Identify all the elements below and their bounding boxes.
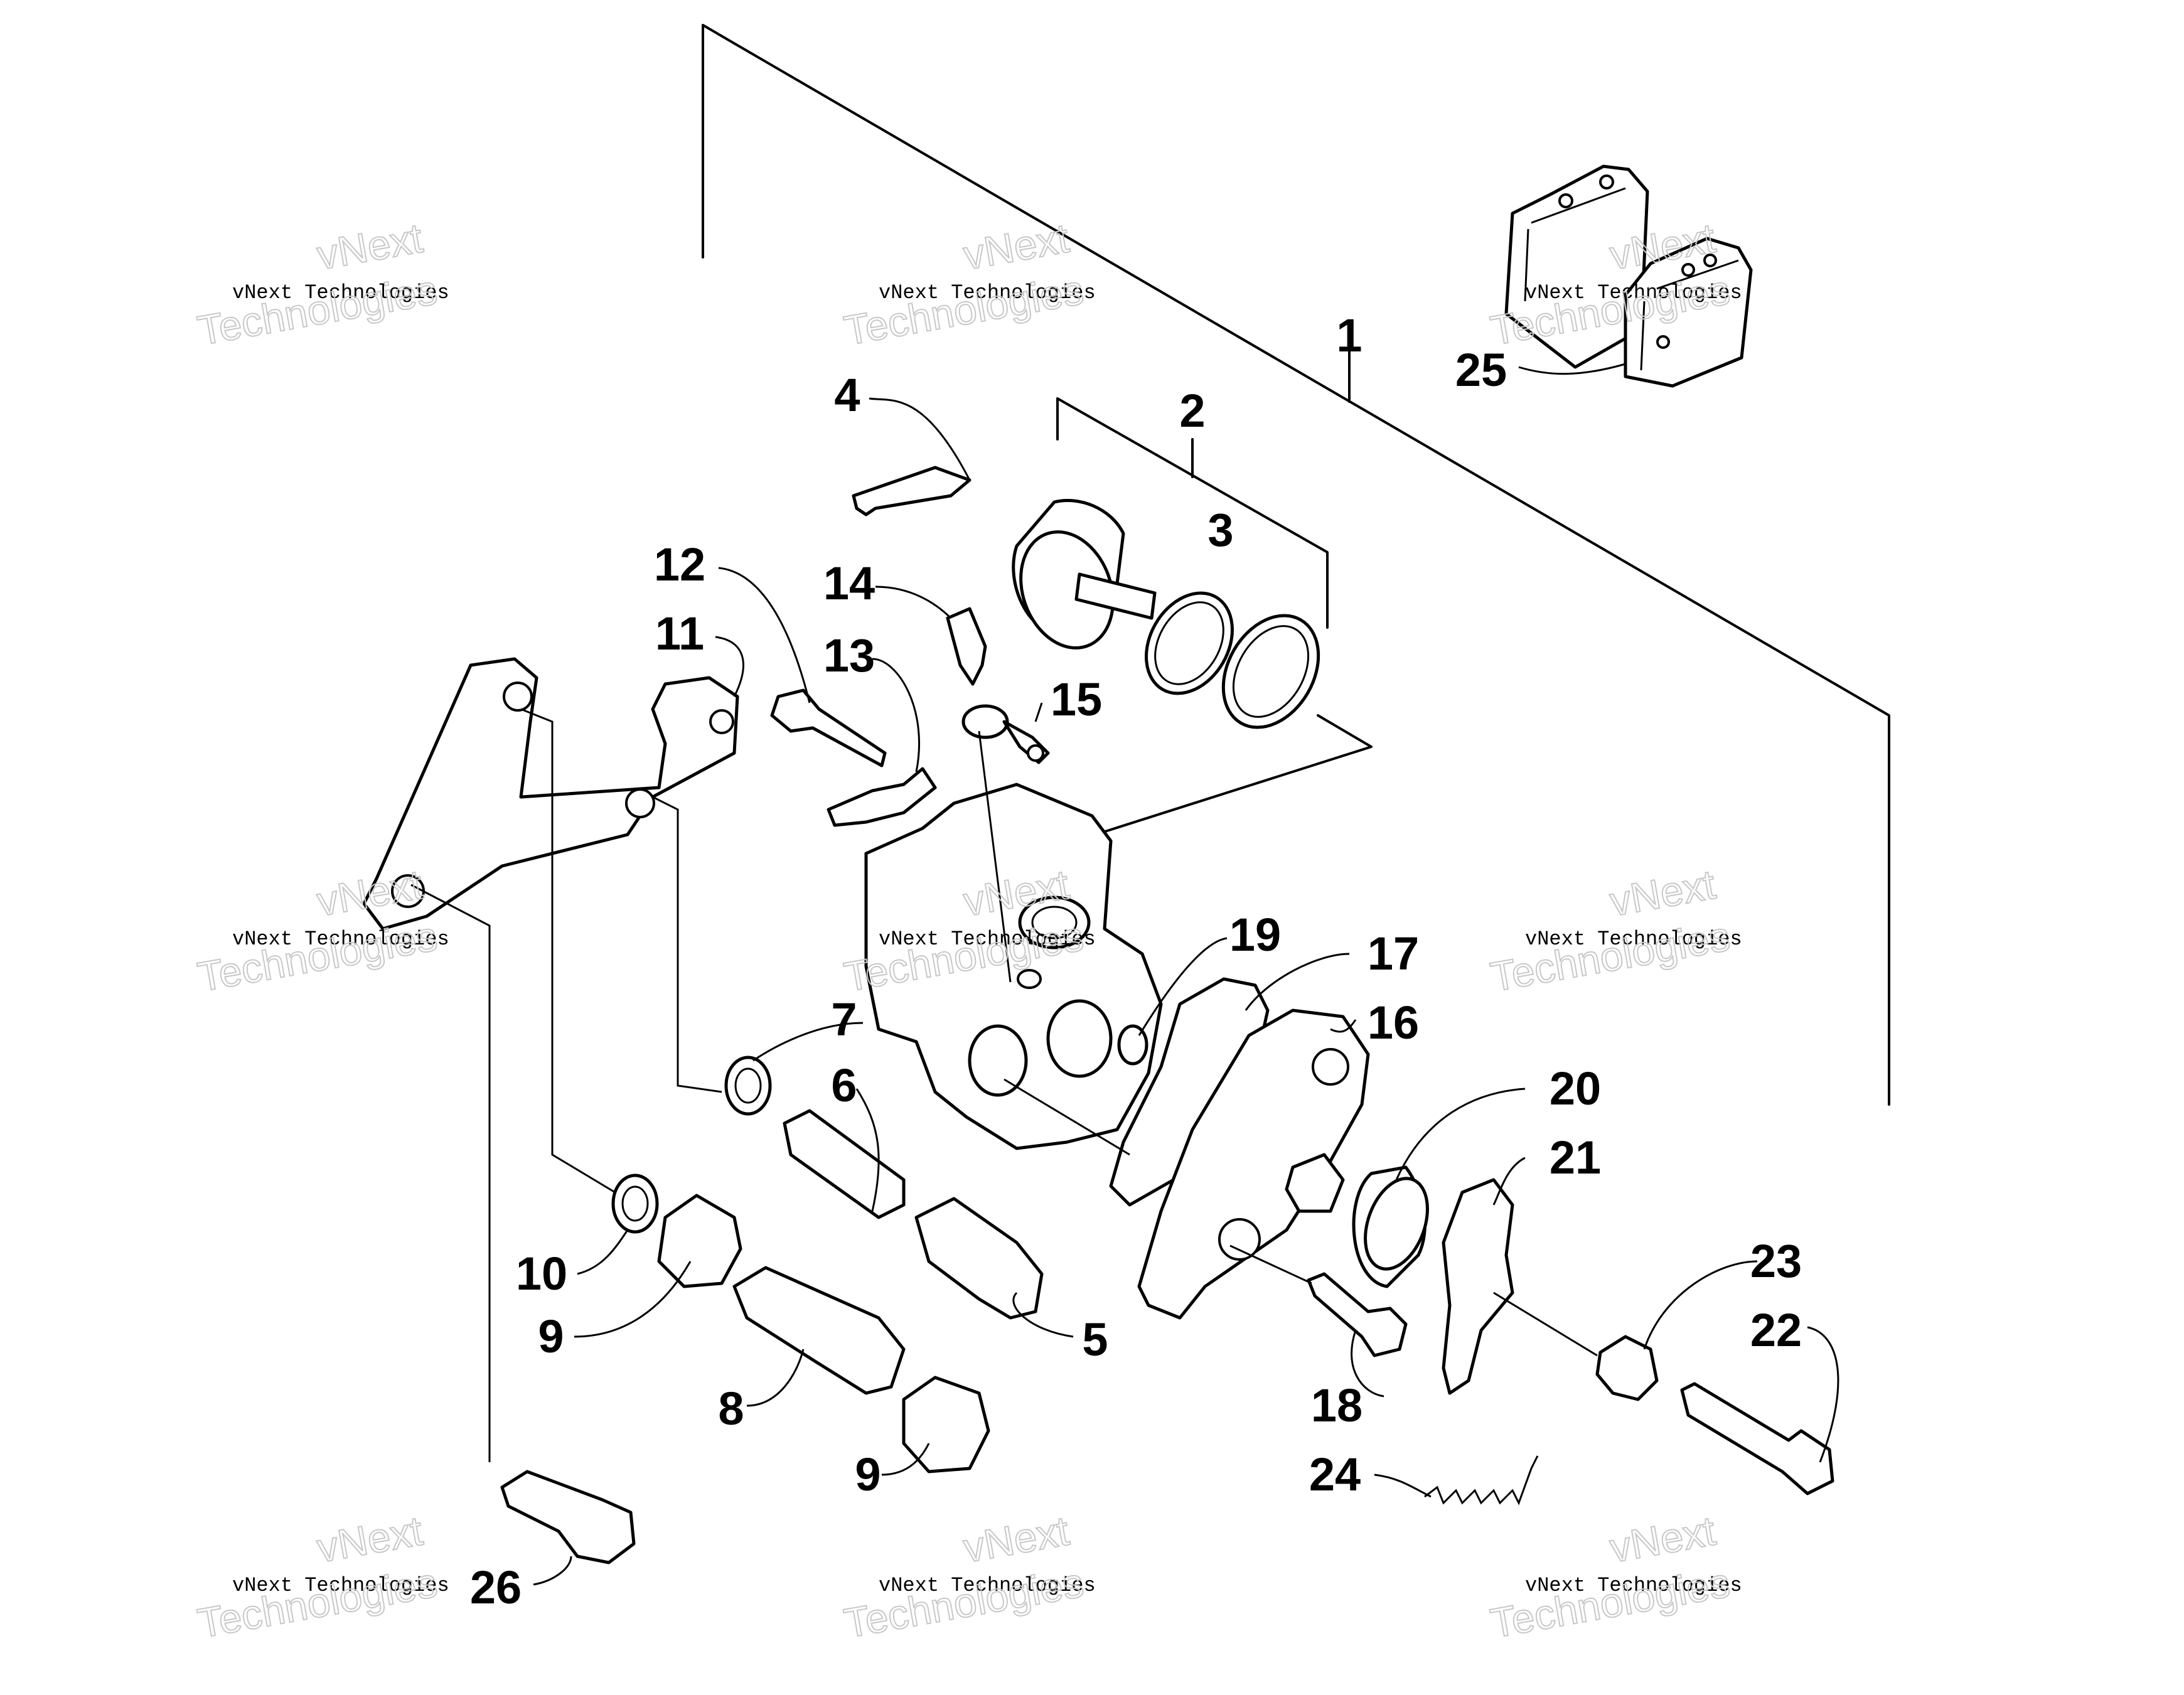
- leader-lines: [410, 363, 1839, 1586]
- bleeder-cap: [961, 704, 1050, 764]
- callout-20: 20: [1550, 1062, 1601, 1115]
- watermark: vNext vNext Technologies Technologies: [840, 214, 1096, 355]
- svg-text:vNext: vNext: [314, 1507, 426, 1571]
- svg-text:Technologies: Technologies: [1487, 912, 1733, 1000]
- callout-labels: 1 2 3 4 5 6 7 8 9 9 10 11 12 13 14 15 16…: [470, 309, 1802, 1613]
- callout-12: 12: [654, 538, 705, 591]
- svg-text:vNext Technologies: vNext Technologies: [232, 928, 449, 951]
- callout-5: 5: [1082, 1313, 1108, 1366]
- watermark: vNext vNext Technologies Technologies: [194, 214, 449, 355]
- svg-text:vNext: vNext: [1607, 861, 1719, 925]
- piston-seal: [1145, 591, 1234, 695]
- callout-16: 16: [1368, 997, 1419, 1049]
- assembly-bracket-1: [702, 24, 1890, 1106]
- callout-2: 2: [1179, 385, 1205, 437]
- callout-14: 14: [823, 557, 875, 609]
- sleeve-9b: [902, 1376, 990, 1473]
- callout-26: 26: [470, 1561, 522, 1613]
- return-spring: [1424, 1455, 1539, 1505]
- svg-text:vNext Technologies: vNext Technologies: [232, 281, 449, 304]
- callout-25: 25: [1455, 344, 1507, 396]
- svg-text:Technologies: Technologies: [1487, 1559, 1733, 1647]
- lever-bolt: [1680, 1382, 1834, 1495]
- svg-text:vNext Technologies: vNext Technologies: [879, 1574, 1096, 1597]
- svg-text:vNext Technologies: vNext Technologies: [1525, 281, 1742, 304]
- svg-text:vNext Technologies: vNext Technologies: [879, 928, 1096, 951]
- callout-18: 18: [1311, 1379, 1362, 1431]
- callout-1: 1: [1336, 309, 1362, 361]
- caliper-body: [864, 783, 1163, 1150]
- brake-lever-arm: [1442, 1178, 1514, 1395]
- watermark: vNext vNext Technologies Technologies: [194, 1507, 449, 1647]
- watermark: vNext vNext Technologies Technologies: [1487, 860, 1742, 1001]
- callout-9b: 9: [855, 1448, 881, 1500]
- watermark: vNext vNext Technologies Technologies: [1487, 1507, 1742, 1647]
- flange-nut: [1595, 1335, 1659, 1401]
- callout-6: 6: [831, 1059, 857, 1111]
- svg-text:Technologies: Technologies: [195, 266, 441, 354]
- caliper-bracket: [362, 657, 739, 931]
- washer-10: [611, 1174, 659, 1234]
- callout-11: 11: [655, 607, 704, 660]
- callout-23: 23: [1750, 1235, 1802, 1287]
- svg-text:Technologies: Technologies: [841, 266, 1087, 354]
- svg-text:vNext Technologies: vNext Technologies: [879, 281, 1096, 304]
- svg-text:vNext Technologies: vNext Technologies: [232, 1574, 449, 1597]
- svg-text:vNext: vNext: [960, 1507, 1073, 1571]
- callout-17: 17: [1368, 928, 1419, 980]
- callout-4: 4: [834, 369, 860, 421]
- washer-7: [724, 1056, 772, 1116]
- pin-lock-plate: [827, 767, 937, 827]
- roller: [1352, 1165, 1429, 1288]
- callout-9a: 9: [538, 1310, 564, 1362]
- caliper-pin-bolt: [770, 688, 887, 767]
- dust-seal: [1221, 614, 1320, 729]
- callout-8: 8: [718, 1382, 744, 1435]
- callout-10: 10: [516, 1248, 567, 1300]
- svg-text:Technologies: Technologies: [195, 912, 441, 1000]
- svg-text:vNext Technologies: vNext Technologies: [1525, 928, 1742, 951]
- caliper-piston: [1012, 498, 1157, 650]
- svg-text:vNext: vNext: [960, 215, 1073, 279]
- svg-text:vNext: vNext: [314, 215, 426, 279]
- bleeder-valve: [946, 607, 987, 686]
- assembly-bracket-2: [1056, 397, 1373, 836]
- watermark: vNext vNext Technologies Technologies: [840, 1507, 1096, 1647]
- slide-pin-8: [732, 1266, 906, 1395]
- svg-text:Technologies: Technologies: [841, 1559, 1087, 1647]
- bracket-bolt: [500, 1470, 636, 1564]
- sleeve-9a: [657, 1194, 742, 1288]
- callout-19: 19: [1229, 909, 1281, 961]
- callout-3: 3: [1207, 504, 1233, 556]
- callout-15: 15: [1051, 673, 1102, 725]
- slide-pin-5: [914, 1197, 1044, 1320]
- callout-13: 13: [823, 629, 875, 682]
- callout-24: 24: [1309, 1448, 1361, 1500]
- callout-7: 7: [831, 993, 857, 1045]
- svg-text:vNext: vNext: [1607, 1507, 1719, 1571]
- slide-pin-6: [783, 1109, 906, 1219]
- brake-pad-left: [1504, 164, 1649, 369]
- socket-head-bolt: [1307, 1272, 1408, 1357]
- pad-clip: [852, 466, 972, 516]
- svg-text:Technologies: Technologies: [195, 1559, 441, 1647]
- callout-21: 21: [1550, 1131, 1601, 1184]
- callout-22: 22: [1750, 1304, 1802, 1356]
- svg-text:vNext Technologies: vNext Technologies: [1525, 1574, 1742, 1597]
- watermark: vNext vNext Technologies Technologies: [194, 860, 449, 1001]
- brake-pad-right: [1624, 237, 1753, 388]
